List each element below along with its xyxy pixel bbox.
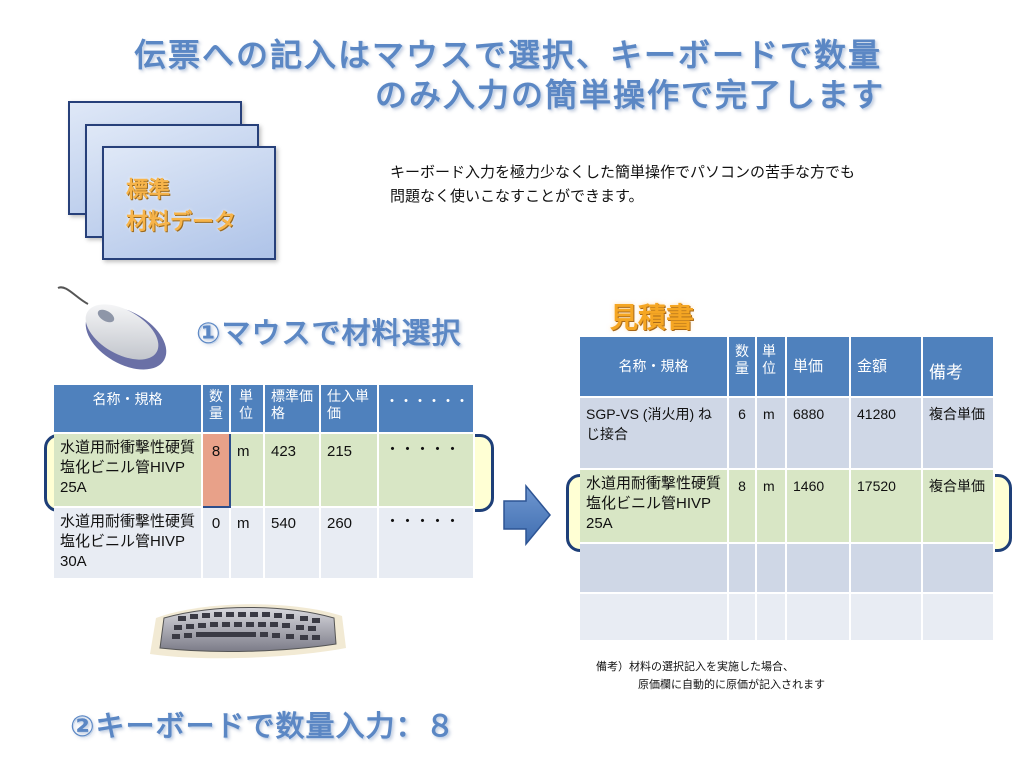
cell-amount [850, 543, 923, 594]
description-line-2: 問題なく使いこなすことができます。 [390, 187, 644, 205]
description-line-1: キーボード入力を極力少なくした簡単操作でパソコンの苦手な方でも [390, 163, 856, 181]
cell-more: ・・・・・ [378, 507, 475, 580]
computer-mouse-icon [57, 286, 167, 370]
cell-name: 水道用耐衝撃性硬質塩化ビニル管HIVP 30A [54, 507, 203, 580]
cell-unit: m [756, 397, 787, 470]
card-front [102, 146, 276, 260]
cell-name [580, 593, 729, 642]
table-row[interactable] [580, 593, 995, 642]
col-header-name: 名称・規格 [580, 337, 729, 398]
col-header-unit: 単位 [756, 337, 787, 398]
cell-name: 水道用耐衝撃性硬質塩化ビニル管HIVP 25A [580, 469, 729, 544]
keyboard-icon [150, 604, 346, 659]
col-header-unit: 単位 [230, 385, 265, 434]
cell-amount [850, 593, 923, 642]
cell-name: SGP-VS (消火用) ねじ接合 [580, 397, 729, 470]
table-row[interactable]: SGP-VS (消火用) ねじ接合 6 m 6880 41280 複合単価 [580, 397, 995, 470]
material-table: 名称・規格 数量 単位 標準価格 仕入単価 ・・・・・・ 水道用耐衝撃性硬質塩化… [54, 385, 475, 580]
step-2-keyboard-qty: ②キーボードで数量入力：８ [70, 709, 456, 743]
cell-qty: 6 [728, 397, 757, 470]
cell-unit: m [230, 507, 265, 580]
cell-unit [756, 593, 787, 642]
cell-unit: m [756, 469, 787, 544]
cell-qty [728, 543, 757, 594]
note-line-1: 備考）材料の選択記入を実施した場合、 [596, 660, 794, 673]
cell-remarks [922, 543, 995, 594]
card-label-line-2: 材料データ [126, 210, 237, 235]
qty-input-cell[interactable]: 8 [201, 432, 231, 508]
cell-unit: m [230, 433, 265, 508]
col-header-name: 名称・規格 [54, 385, 203, 434]
cell-amount: 17520 [850, 469, 923, 544]
cell-unit-price: 6880 [786, 397, 851, 470]
table-row[interactable]: 水道用耐衝撃性硬質塩化ビニル管HIVP 25A 8 m 423 215 ・・・・… [54, 432, 475, 508]
table-row[interactable] [580, 543, 995, 594]
estimate-title: 見積書 [610, 301, 695, 334]
cell-remarks: 複合単価 [922, 469, 995, 544]
note-line-2: 原価欄に自動的に原価が記入されます [638, 678, 825, 691]
cell-amount: 41280 [850, 397, 923, 470]
cell-name [580, 543, 729, 594]
cell-unit-price [786, 593, 851, 642]
table-row[interactable]: 水道用耐衝撃性硬質塩化ビニル管HIVP 25A 8 m 1460 17520 複… [580, 469, 995, 544]
cell-more: ・・・・・ [378, 433, 475, 508]
card-label-line-1: 標準 [126, 178, 171, 203]
col-header-std-price: 標準価格 [264, 385, 321, 434]
cell-purchase-price: 260 [320, 507, 379, 580]
cell-std-price: 423 [264, 433, 321, 508]
col-header-remarks: 備考 [922, 337, 995, 398]
col-header-more: ・・・・・・ [378, 385, 475, 434]
col-header-qty: 数量 [728, 337, 757, 398]
cell-name: 水道用耐衝撃性硬質塩化ビニル管HIVP 25A [54, 433, 203, 508]
cell-unit-price: 1460 [786, 469, 851, 544]
cell-qty[interactable]: 0 [202, 507, 231, 580]
col-header-purchase-price: 仕入単価 [320, 385, 379, 434]
step-1-mouse-select: ①マウスで材料選択 [196, 316, 462, 350]
estimate-table: 名称・規格 数量 単位 単価 金額 備考 SGP-VS (消火用) ねじ接合 6… [580, 337, 995, 642]
right-arrow-icon [503, 484, 551, 546]
cell-remarks [922, 593, 995, 642]
col-header-unit-price: 単価 [786, 337, 851, 398]
cell-unit-price [786, 543, 851, 594]
table-row[interactable]: 水道用耐衝撃性硬質塩化ビニル管HIVP 30A 0 m 540 260 ・・・・… [54, 507, 475, 580]
cell-purchase-price: 215 [320, 433, 379, 508]
page-title-line-2: のみ入力の簡単操作で完了します [375, 76, 886, 114]
cell-remarks: 複合単価 [922, 397, 995, 470]
page-title-line-1: 伝票への記入はマウスで選択、キーボードで数量 [134, 36, 883, 74]
cell-qty [728, 593, 757, 642]
cell-qty: 8 [728, 469, 757, 544]
cell-unit [756, 543, 787, 594]
col-header-qty: 数量 [202, 385, 231, 434]
col-header-amount: 金額 [850, 337, 923, 398]
cell-std-price: 540 [264, 507, 321, 580]
